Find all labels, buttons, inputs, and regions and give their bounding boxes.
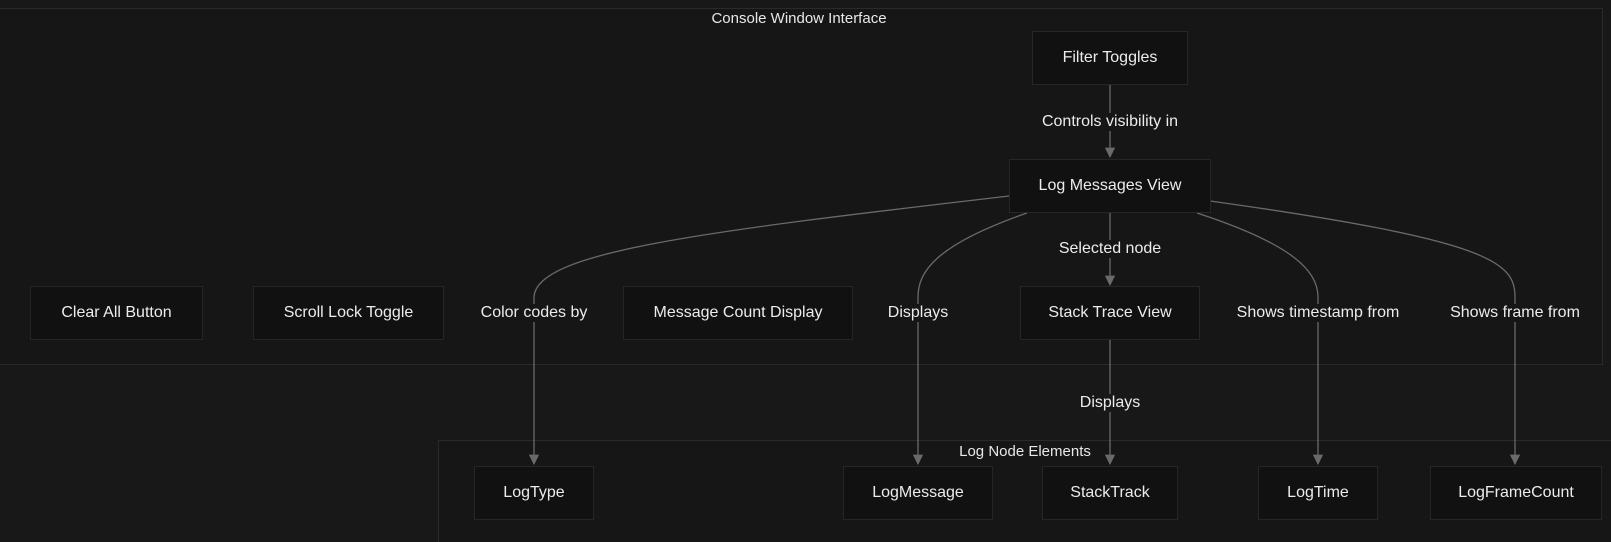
message-count-display-node: Message Count Display <box>623 286 853 340</box>
edge-label-selected-node: Selected node <box>1056 240 1164 258</box>
edge-label-displays-message: Displays <box>885 304 951 322</box>
console-window-cluster-title: Console Window Interface <box>711 10 887 27</box>
logtime-node: LogTime <box>1258 466 1378 520</box>
logtype-node: LogType <box>474 466 594 520</box>
edge-log-view-to-logtype <box>528 195 1010 466</box>
edge-label-displays-stacktrack: Displays <box>1077 394 1143 412</box>
logframecount-node: LogFrameCount <box>1430 466 1602 520</box>
edge-log-view-to-logtime <box>1196 212 1324 466</box>
edge-log-view-to-logmessage <box>912 212 1028 466</box>
log-node-elements-cluster-title: Log Node Elements <box>959 443 1091 460</box>
logmessage-node: LogMessage <box>843 466 993 520</box>
stack-trace-view-node: Stack Trace View <box>1020 286 1200 340</box>
log-messages-view-node: Log Messages View <box>1009 159 1211 213</box>
log-node-elements-cluster <box>438 440 1611 542</box>
edge-label-color-codes-by: Color codes by <box>478 304 590 322</box>
clear-all-button-node: Clear All Button <box>30 286 203 340</box>
edge-label-shows-frame: Shows frame from <box>1448 304 1582 322</box>
filter-toggles-node: Filter Toggles <box>1032 31 1188 85</box>
stacktrack-node: StackTrack <box>1042 466 1178 520</box>
scroll-lock-toggle-node: Scroll Lock Toggle <box>253 286 444 340</box>
edge-log-view-to-logframecount <box>1209 200 1521 466</box>
edge-label-shows-timestamp: Shows timestamp from <box>1234 304 1402 322</box>
edge-label-controls-visibility: Controls visibility in <box>1039 113 1181 131</box>
